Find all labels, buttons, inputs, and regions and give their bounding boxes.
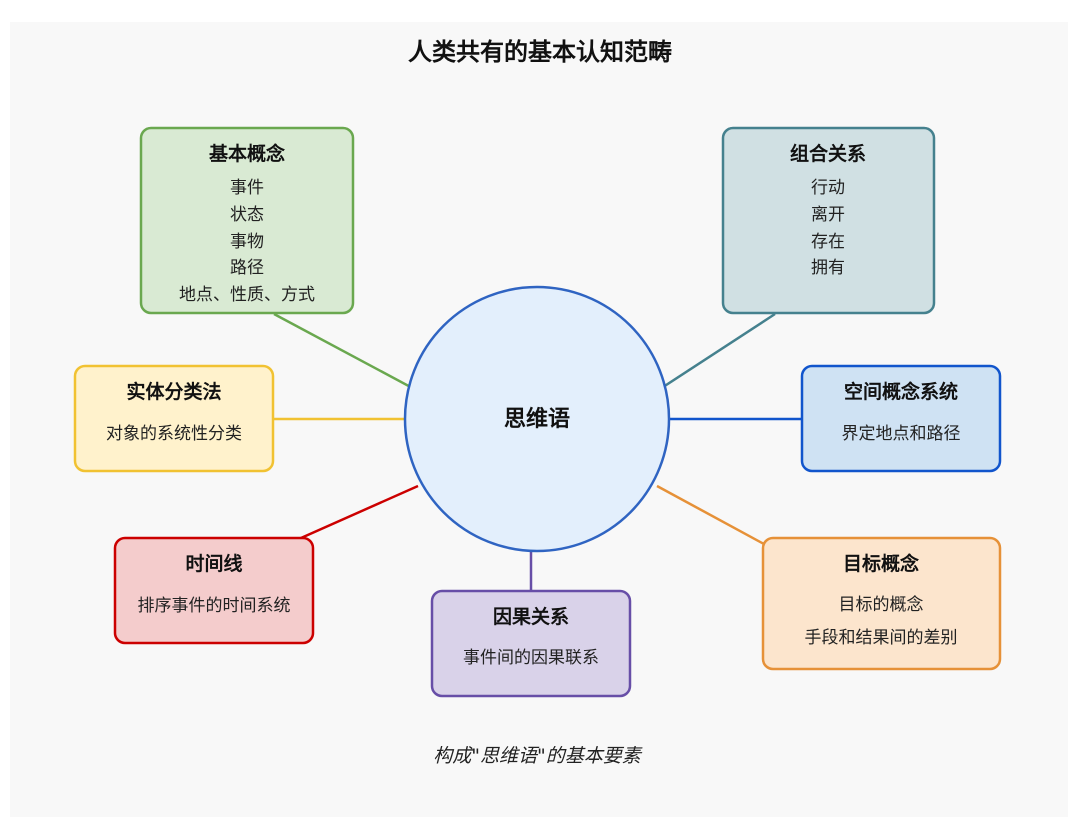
node-basic-concepts: 基本概念 事件 状态 事物 路径 地点、性质、方式: [139, 126, 355, 315]
node-combination: 组合关系 行动 离开 存在 拥有: [721, 126, 936, 315]
node-item: 手段和结果间的差别: [805, 628, 958, 648]
node-title: 因果关系: [493, 605, 569, 628]
node-title: 组合关系: [790, 142, 866, 165]
node-goal: 目标概念 目标的概念 手段和结果间的差别: [761, 536, 1002, 671]
node-item: 地点、性质、方式: [179, 285, 315, 305]
node-item: 对象的系统性分类: [106, 424, 242, 444]
node-item: 离开: [811, 205, 845, 225]
connector-goal: [656, 484, 776, 552]
center-node: [403, 285, 671, 553]
node-item: 事物: [230, 232, 264, 252]
diagram-title: 人类共有的基本认知范畴: [408, 38, 672, 66]
node-causality: 因果关系 事件间的因果联系: [430, 589, 632, 698]
node-item: 排序事件的时间系统: [138, 596, 291, 616]
node-item: 行动: [811, 178, 845, 198]
node-spatial: 空间概念系统 界定地点和路径: [800, 364, 1002, 473]
node-item: 状态: [230, 205, 264, 225]
node-item: 拥有: [811, 258, 845, 278]
node-item: 事件: [230, 178, 264, 198]
node-item: 界定地点和路径: [842, 424, 961, 444]
connector-combination: [656, 312, 776, 393]
node-item: 路径: [230, 258, 264, 278]
diagram-caption: 构成"思维语"的基本要素: [433, 745, 642, 767]
node-timeline: 时间线 排序事件的时间系统: [113, 536, 315, 645]
node-item: 事件间的因果联系: [463, 648, 599, 668]
connector-basic-concepts: [273, 312, 419, 393]
node-item: 目标的概念: [839, 594, 924, 615]
node-taxonomy: 实体分类法 对象的系统性分类: [73, 364, 275, 473]
node-title: 时间线: [185, 552, 242, 575]
node-title: 目标概念: [843, 552, 919, 575]
node-title: 基本概念: [208, 142, 285, 165]
node-title: 实体分类法: [126, 380, 221, 403]
node-title: 空间概念系统: [844, 380, 958, 403]
center-label: 思维语: [504, 406, 570, 432]
node-item: 存在: [811, 232, 845, 252]
